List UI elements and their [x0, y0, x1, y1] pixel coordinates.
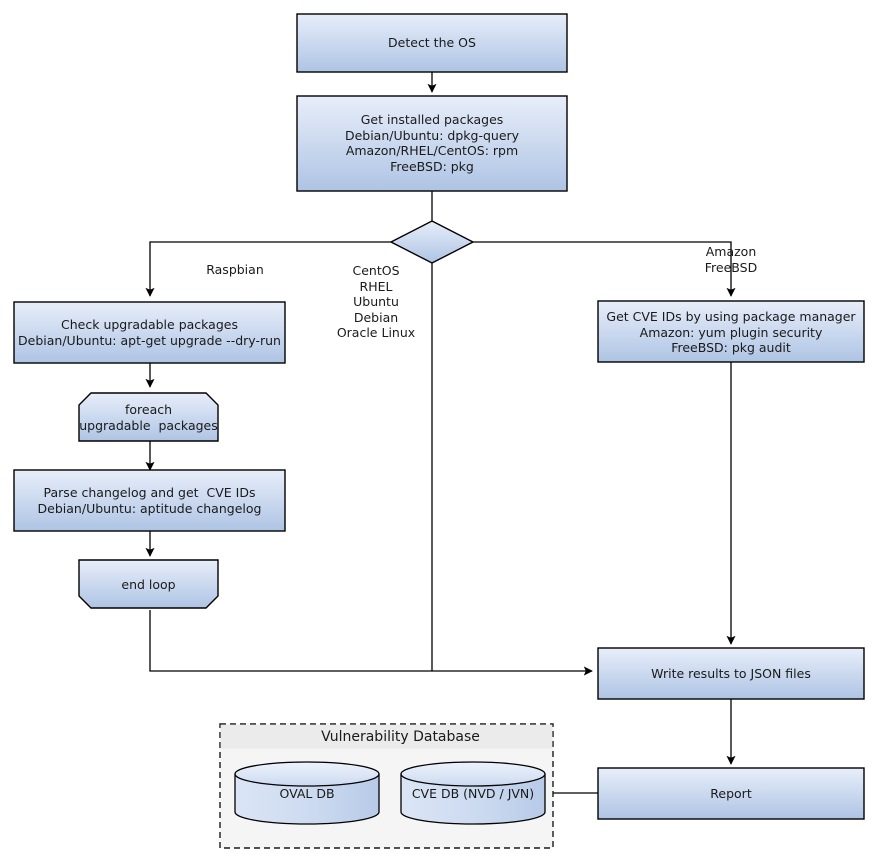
node-end-loop[interactable]: [78, 559, 219, 609]
node-foreach-loop-start[interactable]: [78, 392, 219, 442]
node-report[interactable]: [597, 767, 865, 820]
edge-label-raspbian: Raspbian: [206, 262, 264, 277]
edge-label-amazon-freebsd: Amazon FreeBSD: [704, 244, 758, 275]
edge-label-center: CentOS RHEL Ubuntu Debian Oracle Linux: [336, 263, 416, 340]
edge-decision-to-check-upgradable: [145, 241, 392, 297]
node-detect-os[interactable]: [296, 13, 568, 73]
node-os-decision[interactable]: [389, 220, 475, 264]
group-title-bar: [220, 724, 553, 749]
edge-endloop-to-write-results: [149, 610, 593, 676]
cve-db-shape: [400, 761, 546, 825]
node-get-cve-ids-pkg-manager[interactable]: [597, 300, 865, 363]
node-get-installed-packages[interactable]: [296, 95, 568, 192]
oval-db-shape: [234, 761, 380, 825]
edge-decision-to-get-cve-ids: [472, 241, 736, 297]
node-parse-changelog[interactable]: [13, 469, 286, 532]
node-check-upgradable[interactable]: [13, 301, 286, 364]
group-title-label: Vulnerability Database: [321, 729, 480, 745]
node-write-results-json[interactable]: [597, 647, 865, 700]
